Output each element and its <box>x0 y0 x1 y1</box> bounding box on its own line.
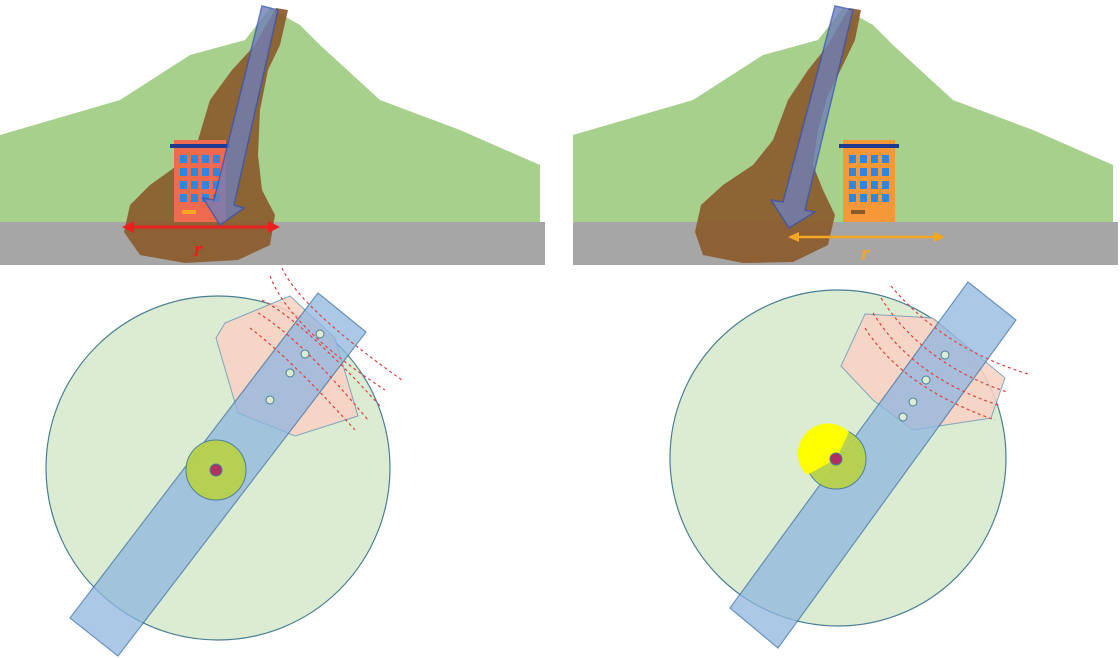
sensor-point <box>315 329 325 339</box>
window <box>849 168 856 176</box>
wave-arc <box>880 297 1008 393</box>
sensor-point <box>898 412 908 422</box>
sensor-point <box>285 368 295 378</box>
window <box>871 194 878 202</box>
radius-arrowhead-end <box>268 221 280 233</box>
window <box>882 194 889 202</box>
window <box>213 168 220 176</box>
center-point <box>829 452 843 466</box>
window <box>882 155 889 163</box>
plan-view-right <box>669 281 1029 649</box>
window <box>213 181 220 189</box>
sensor-point <box>908 397 918 407</box>
cross-section-left: r <box>0 5 545 265</box>
flow-direction-arrow <box>201 5 279 227</box>
radius-arrowhead-start <box>788 232 799 242</box>
window <box>180 194 187 202</box>
sensor-point <box>265 395 275 405</box>
inner-zone-highlight <box>797 423 849 475</box>
window <box>860 194 867 202</box>
window <box>849 155 856 163</box>
radius-arrowhead-start <box>122 221 134 233</box>
flow-direction-arrow <box>769 5 854 230</box>
radius-arrowhead-end <box>934 232 945 242</box>
wave-arc <box>890 285 1029 375</box>
sensor-point <box>921 375 931 385</box>
plan-view-left <box>45 268 403 657</box>
mountain <box>0 8 540 222</box>
window <box>871 168 878 176</box>
radius-label-right: r <box>861 240 870 265</box>
window <box>871 181 878 189</box>
building-roof <box>839 144 899 148</box>
building-windows <box>849 155 889 202</box>
window <box>191 155 198 163</box>
wave-arc <box>281 268 403 381</box>
wave-arc <box>872 312 1002 407</box>
window <box>191 168 198 176</box>
wave-arcs <box>864 285 1029 421</box>
wave-arc <box>261 299 381 407</box>
radius-label-left: r <box>194 236 203 261</box>
center-point <box>209 463 223 477</box>
window <box>882 181 889 189</box>
wave-arc <box>864 327 996 421</box>
road <box>573 222 1118 265</box>
sensor-point <box>300 349 310 359</box>
window <box>202 155 209 163</box>
mountain <box>573 8 1113 222</box>
cross-section-right: r <box>573 5 1118 265</box>
wave-arc <box>249 327 356 431</box>
window <box>180 155 187 163</box>
window <box>860 168 867 176</box>
window <box>202 168 209 176</box>
building-right <box>839 140 899 222</box>
building-door <box>182 210 196 214</box>
wave-arc <box>269 275 386 391</box>
window <box>871 155 878 163</box>
window <box>202 181 209 189</box>
window <box>860 181 867 189</box>
window <box>191 181 198 189</box>
window <box>213 155 220 163</box>
window <box>849 181 856 189</box>
building-door <box>851 210 865 214</box>
window <box>849 194 856 202</box>
window <box>882 168 889 176</box>
window <box>191 194 198 202</box>
flow-band <box>729 281 1017 649</box>
sensor-point <box>940 350 950 360</box>
building-roof <box>170 144 230 148</box>
window <box>180 181 187 189</box>
window <box>860 155 867 163</box>
window <box>180 168 187 176</box>
